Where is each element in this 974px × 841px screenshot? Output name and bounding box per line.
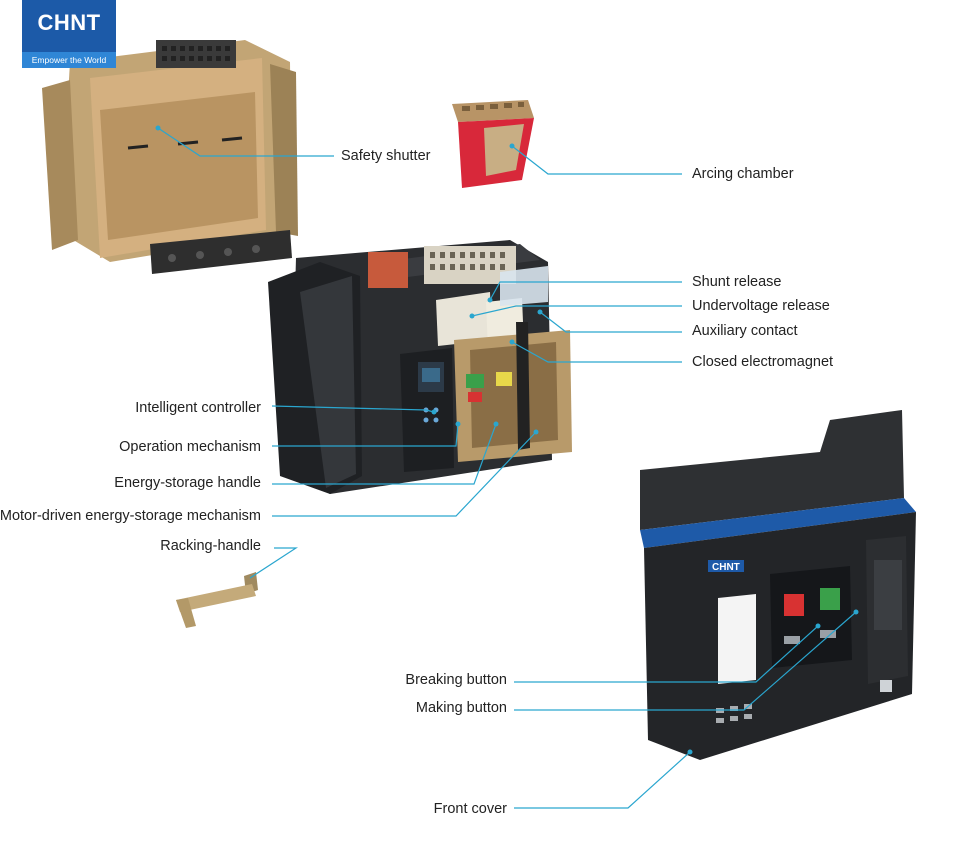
- front-cover-part: CHNT: [640, 410, 916, 760]
- label-closed-electromagnet: Closed electromagnet: [692, 354, 834, 370]
- safety-shutter-frame: [42, 40, 298, 274]
- label-front-cover: Front cover: [433, 801, 507, 817]
- label-operation-mechanism: Operation mechanism: [119, 439, 261, 455]
- label-undervoltage-release: Undervoltage release: [692, 298, 830, 314]
- leader-lines: [155, 125, 859, 809]
- label-safety-shutter: Safety shutter: [341, 148, 431, 164]
- label-auxiliary-contact: Auxiliary contact: [692, 323, 798, 339]
- breaker-body: [268, 240, 572, 494]
- logo-brand-text: CHNT: [37, 10, 101, 35]
- label-motor-driven-mechanism: Motor-driven energy-storage mechanism: [0, 508, 261, 524]
- chnt-logo: CHNT Empower the World: [22, 0, 116, 68]
- label-arcing-chamber: Arcing chamber: [692, 166, 794, 182]
- cover-brand: CHNT: [712, 562, 740, 573]
- label-energy-storage-handle: Energy-storage handle: [114, 475, 261, 491]
- racking-handle-part: [176, 572, 258, 628]
- arcing-chamber-part: [452, 100, 534, 188]
- label-making-button: Making button: [415, 700, 507, 716]
- label-shunt-release: Shunt release: [692, 274, 782, 290]
- logo-tagline: Empower the World: [22, 52, 116, 68]
- label-breaking-button: Breaking button: [405, 672, 507, 688]
- label-racking-handle: Racking-handle: [160, 538, 261, 554]
- label-intelligent-controller: Intelligent controller: [135, 400, 261, 416]
